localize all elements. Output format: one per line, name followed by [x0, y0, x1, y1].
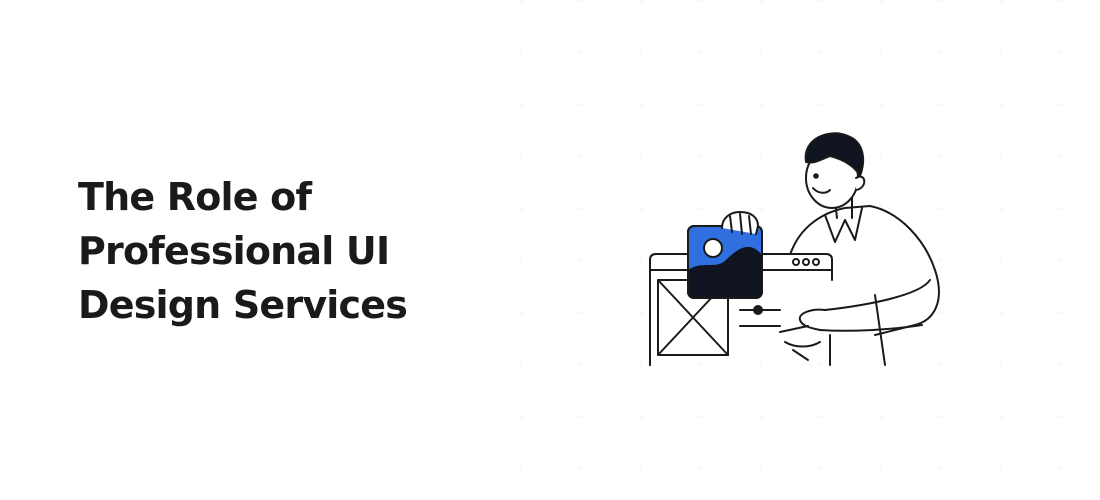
designer-illustration: [649, 132, 940, 366]
title-line-1: The Role of: [78, 175, 312, 219]
person-figure: [779, 132, 940, 366]
title-line-3: Design Services: [78, 283, 408, 327]
image-card-icon: [687, 211, 763, 299]
page-title: The Role of Professional UI Design Servi…: [78, 170, 498, 332]
title-line-2: Professional UI: [78, 229, 390, 273]
